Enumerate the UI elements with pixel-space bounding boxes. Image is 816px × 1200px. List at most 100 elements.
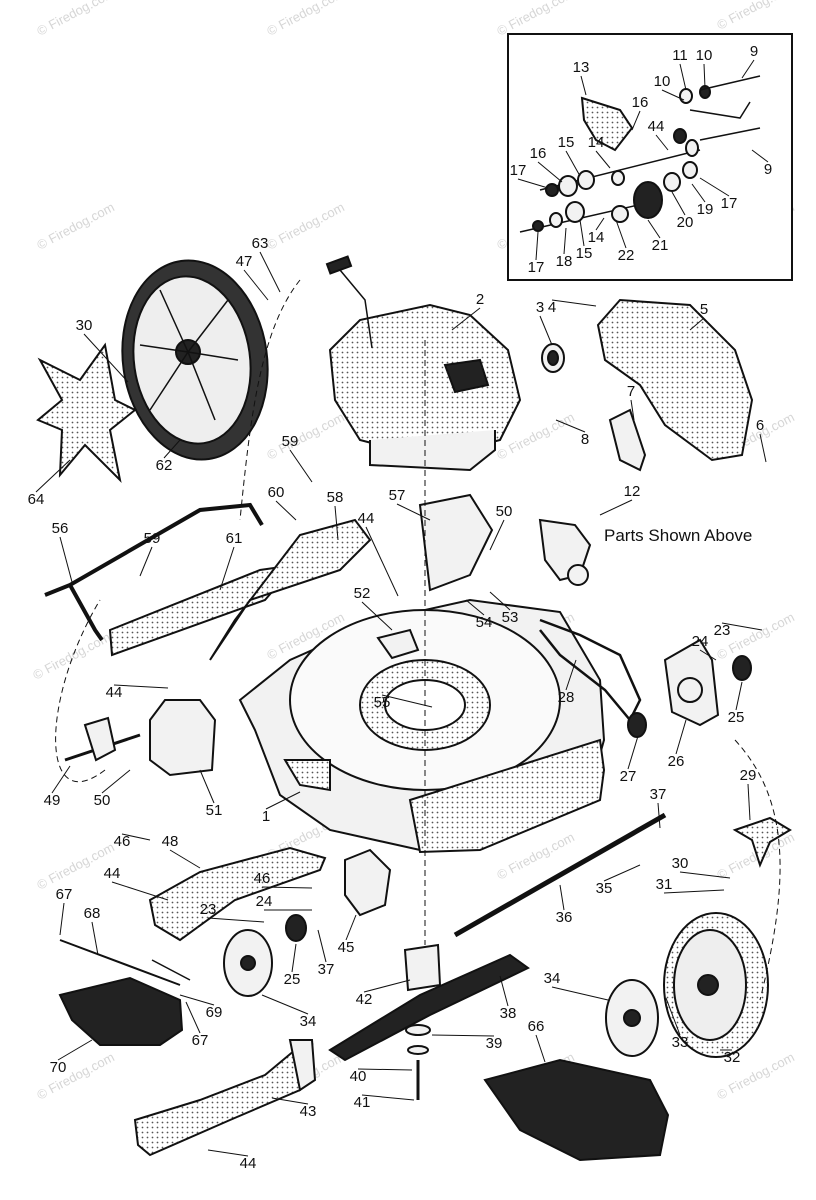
callout-leader-19 — [691, 183, 706, 203]
callout-leader-14 — [595, 150, 611, 169]
callout-42: 42 — [356, 991, 373, 1008]
watermark: © Firedog.com — [264, 0, 346, 39]
callout-leader-16 — [537, 161, 563, 183]
callout-leader-2 — [451, 307, 481, 331]
callout-leader-30 — [679, 871, 731, 879]
callout-leader-34 — [551, 986, 609, 1001]
callout-leader-69 — [179, 994, 215, 1006]
callout-leader-13 — [580, 75, 587, 96]
callout-8: 8 — [581, 431, 589, 448]
callout-leader-25 — [291, 943, 297, 973]
callout-leader-43 — [271, 1097, 309, 1105]
callout-67: 67 — [56, 886, 73, 903]
callout-57: 57 — [389, 487, 406, 504]
callout-47: 47 — [236, 253, 253, 270]
callout-leader-31 — [663, 889, 725, 894]
watermark: © Firedog.com — [494, 0, 576, 39]
callout-leader-23 — [721, 622, 763, 631]
callout-6: 6 — [756, 417, 764, 434]
callout-9: 9 — [750, 43, 758, 60]
callout-15: 15 — [558, 134, 575, 151]
callout-leader-68 — [91, 921, 99, 956]
callout-leader-61 — [219, 546, 235, 591]
callout-leader-25 — [735, 681, 743, 711]
callout-29: 29 — [740, 767, 757, 784]
callout-leader-5 — [689, 317, 705, 331]
callout-50: 50 — [496, 503, 513, 520]
callout-10: 10 — [654, 73, 671, 90]
callout-leader-14 — [595, 217, 605, 231]
right-height-bracket — [344, 848, 392, 917]
callout-48: 48 — [162, 833, 179, 850]
callout-leader-54 — [465, 599, 485, 616]
callout-leader-41 — [361, 1094, 415, 1101]
callout-leader-11 — [679, 63, 687, 91]
inset-drive-assembly — [507, 33, 793, 281]
callout-leader-46 — [261, 886, 313, 889]
callout-leader-21 — [647, 219, 661, 239]
callout-leader-52 — [361, 601, 393, 631]
callout-23: 23 — [714, 622, 731, 639]
watermark: © Firedog.com — [34, 199, 116, 252]
engine — [325, 255, 522, 472]
callout-26: 26 — [668, 753, 685, 770]
callout-leader-51 — [199, 769, 215, 804]
callout-leader-44 — [655, 134, 669, 151]
callout-59: 59 — [144, 530, 161, 547]
callout-14: 14 — [588, 134, 605, 151]
callout-63: 63 — [252, 235, 269, 252]
callout-leader-44 — [207, 1149, 249, 1157]
callout-leader-57 — [396, 503, 431, 521]
callout-3: 3 — [536, 299, 544, 316]
callout-leader-49 — [51, 765, 71, 794]
callout-20: 20 — [677, 214, 694, 231]
callout-leader-44 — [365, 526, 399, 597]
callout-leader-28 — [565, 659, 577, 691]
callout-leader-12 — [599, 499, 633, 516]
callout-64: 64 — [28, 491, 45, 508]
side-skirt — [148, 846, 327, 942]
callout-leader-33 — [665, 997, 681, 1036]
callout-14: 14 — [588, 229, 605, 246]
callout-leader-58 — [334, 505, 339, 541]
callout-leader-56 — [59, 536, 73, 583]
callout-30: 30 — [672, 855, 689, 872]
callout-leader-47 — [243, 269, 269, 301]
callout-17: 17 — [721, 195, 738, 212]
callout-leader-3 — [539, 315, 553, 346]
callout-leader-34 — [261, 994, 309, 1015]
callout-7: 7 — [627, 383, 635, 400]
callout-leader-55 — [381, 694, 433, 708]
callout-11: 11 — [672, 47, 688, 64]
callout-54: 54 — [476, 614, 493, 631]
callout-leader-8 — [555, 419, 586, 433]
drive-belt — [539, 618, 642, 723]
callout-44: 44 — [106, 684, 123, 701]
callout-leader-4 — [551, 299, 597, 307]
callout-leader-53 — [489, 591, 511, 611]
drive-bracket — [608, 408, 647, 472]
callout-leader-7 — [630, 399, 635, 421]
callout-62: 62 — [156, 457, 173, 474]
callout-leader-26 — [675, 719, 687, 755]
lower-handle — [44, 502, 264, 642]
front-wheel — [663, 912, 769, 1058]
callout-leader-9 — [741, 59, 755, 79]
callout-16: 16 — [632, 94, 649, 111]
callout-55: 55 — [374, 694, 391, 711]
callout-41: 41 — [354, 1094, 371, 1111]
watermark: © Firedog.com — [264, 409, 346, 462]
callout-61: 61 — [226, 530, 243, 547]
watermark: © Firedog.com — [714, 0, 796, 33]
callout-leader-22 — [615, 219, 627, 249]
callout-9: 9 — [764, 161, 772, 178]
callout-leader-35 — [603, 864, 641, 882]
callout-leader-9 — [751, 149, 769, 163]
rear-chute-door — [58, 976, 184, 1046]
mower-blade — [328, 953, 530, 1062]
callout-66: 66 — [528, 1018, 545, 1035]
wheel-cap — [732, 816, 792, 868]
callout-34: 34 — [300, 1013, 317, 1030]
callout-17: 17 — [510, 162, 527, 179]
callout-leader-20 — [671, 191, 686, 216]
